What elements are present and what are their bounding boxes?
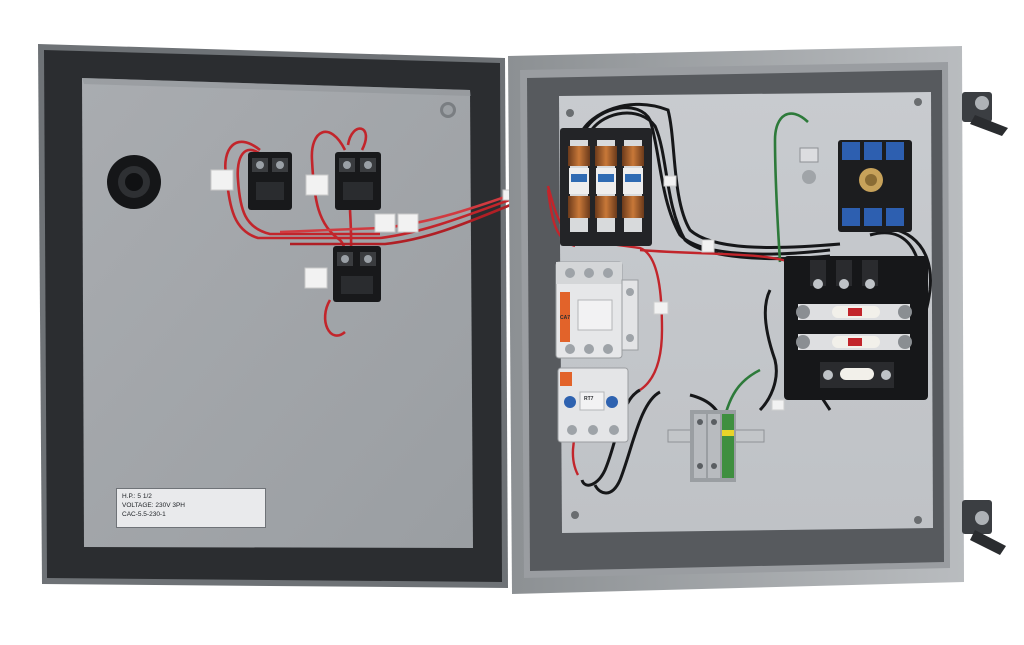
pilot-device-block-2 <box>335 152 381 210</box>
disconnect-switch <box>838 140 912 232</box>
latch-top <box>962 92 1008 136</box>
fuse-holder-assembly <box>784 256 928 400</box>
cable-tie-mounts <box>210 169 512 289</box>
door-panel <box>82 78 473 548</box>
nameplate-hp: H.P.: 5 1/2 <box>122 493 152 500</box>
fuse-block <box>560 128 652 246</box>
terminal-block <box>667 410 765 482</box>
contactor-marking: CA7 <box>560 315 571 321</box>
overload-relay <box>557 367 629 443</box>
latch-bottom <box>962 500 1006 555</box>
overload-marking: RT7 <box>584 396 594 402</box>
pilot-device-block-1 <box>248 152 292 210</box>
nameplate-label: H.P.: 5 1/2 VOLTAGE: 230V 3PH CAC-5.5-23… <box>116 488 266 528</box>
nameplate-voltage: VOLTAGE: 230V 3PH <box>122 502 185 509</box>
ground-lug <box>799 147 819 184</box>
door-cable-hole <box>107 155 161 209</box>
contactor <box>555 261 639 359</box>
nameplate-model: CAC-5.5-230-1 <box>122 511 166 518</box>
pilot-device-block-3 <box>333 246 381 302</box>
enclosure-door <box>38 44 549 588</box>
